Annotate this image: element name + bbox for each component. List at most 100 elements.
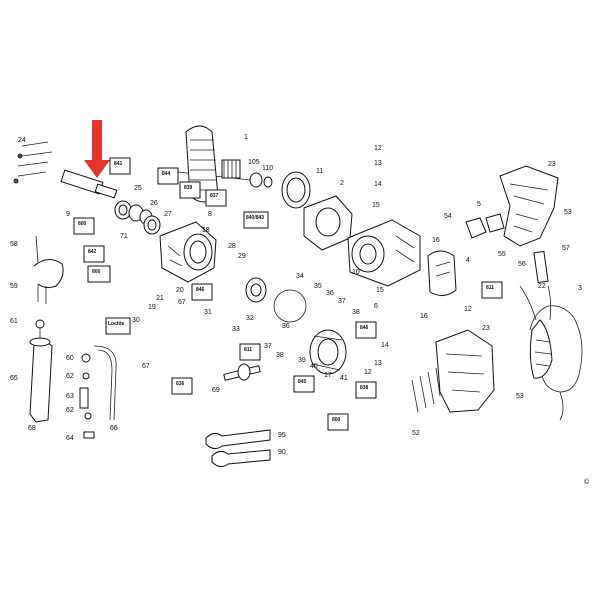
- label-16b: 16: [420, 313, 428, 320]
- label-39: 39: [298, 357, 306, 364]
- label-34: 34: [296, 273, 304, 280]
- tag-844: 844: [162, 171, 171, 177]
- tag-836: 836: [176, 381, 185, 387]
- label-17: 17: [324, 372, 332, 379]
- side-handle-65: [29, 319, 53, 423]
- label-65: 65: [10, 375, 18, 382]
- arrow-shape: [84, 120, 110, 178]
- label-60: 60: [66, 355, 74, 362]
- label-20: 20: [176, 287, 184, 294]
- oring-32: [273, 289, 307, 323]
- label-12a: 12: [374, 145, 382, 152]
- service-tags: 841 844 839 837 800 842 806 840/843 846 …: [73, 157, 503, 431]
- label-61: 61: [10, 318, 18, 325]
- label-37b: 37: [264, 343, 272, 350]
- label-53b: 53: [516, 393, 524, 400]
- label-18: 18: [202, 227, 210, 234]
- label-30: 30: [132, 317, 140, 324]
- label-57: 57: [562, 245, 570, 252]
- label-12c: 12: [364, 369, 372, 376]
- tag-841: 841: [114, 161, 123, 167]
- label-12b: 12: [464, 306, 472, 313]
- label-22: 22: [538, 283, 546, 290]
- label-4: 4: [466, 257, 470, 264]
- label-27: 27: [164, 211, 172, 218]
- label-10: 10: [352, 269, 360, 276]
- label-69: 69: [212, 387, 220, 394]
- tag-806: 806: [92, 269, 101, 275]
- label-26: 26: [150, 200, 158, 207]
- switch-4: [427, 250, 457, 296]
- tag-846a: 846: [196, 287, 205, 293]
- label-71: 71: [120, 233, 128, 240]
- label-40: 40: [310, 363, 318, 370]
- tag-800b: 800: [332, 417, 341, 423]
- copyright-mark: ©: [584, 478, 590, 486]
- label-59: 59: [10, 283, 18, 290]
- label-11: 11: [316, 168, 323, 175]
- screws-52: [411, 367, 441, 413]
- label-58: 58: [10, 241, 18, 248]
- label-15a: 15: [372, 202, 380, 209]
- label-38b: 38: [276, 352, 284, 359]
- label-9: 9: [66, 211, 70, 218]
- tag-838: 838: [360, 385, 369, 391]
- label-36a: 36: [326, 290, 334, 297]
- label-13b: 13: [374, 360, 382, 367]
- label-32: 32: [246, 315, 254, 322]
- label-8: 8: [208, 211, 212, 218]
- tag-839: 839: [184, 185, 193, 191]
- label-37a: 37: [338, 298, 346, 305]
- label-55: 55: [498, 251, 506, 258]
- tag-842: 842: [88, 249, 97, 255]
- label-6: 6: [374, 303, 378, 310]
- label-67a: 67: [178, 299, 186, 306]
- spindle-9: [60, 169, 118, 199]
- clamp-59: [33, 235, 64, 304]
- fittings-60-64: [79, 353, 95, 439]
- label-13a: 13: [374, 160, 382, 167]
- tag-845: 845: [298, 379, 307, 385]
- red-pointer-arrow: [84, 120, 110, 178]
- label-14b: 14: [381, 342, 389, 349]
- handle-23-top: [499, 165, 559, 247]
- label-15b: 15: [376, 287, 384, 294]
- tag-811a: 811: [486, 285, 494, 291]
- spanner-90: [211, 449, 271, 468]
- tag-loctite: Loctite: [108, 321, 125, 327]
- gear-31: [245, 277, 267, 303]
- label-38a: 38: [352, 309, 360, 316]
- label-3: 3: [578, 285, 582, 292]
- label-41: 41: [340, 375, 348, 382]
- motor-housing-10: [347, 219, 421, 287]
- label-54: 54: [444, 213, 452, 220]
- label-19: 19: [148, 304, 156, 311]
- shaft-69: [223, 363, 261, 381]
- label-68: 68: [28, 425, 36, 432]
- label-16a: 16: [432, 237, 440, 244]
- tag-800a: 800: [78, 221, 87, 227]
- label-95: 95: [278, 432, 286, 439]
- baffle-11: [281, 171, 311, 209]
- label-25: 25: [134, 185, 142, 192]
- label-2: 2: [340, 180, 344, 187]
- part-labels: 1 2 3 4 5 6 7 8 9 10 11 12 12 12 13 13 1…: [10, 134, 582, 456]
- brush-holders-54: [465, 213, 505, 239]
- tag-837: 837: [210, 193, 219, 199]
- tag-840: 840/843: [246, 215, 264, 221]
- label-105: 105: [248, 159, 260, 166]
- handle-23-bottom: [435, 329, 495, 413]
- label-36b: 36: [282, 323, 290, 330]
- cord-3: [519, 250, 583, 421]
- label-56: 56: [518, 261, 526, 268]
- spanner-95: [205, 429, 271, 450]
- label-64: 64: [66, 435, 74, 442]
- label-66: 66: [110, 425, 118, 432]
- label-90: 90: [278, 449, 286, 456]
- label-53a: 53: [564, 209, 572, 216]
- label-24: 24: [18, 137, 26, 144]
- label-62a: 62: [66, 373, 74, 380]
- label-28: 28: [228, 243, 236, 250]
